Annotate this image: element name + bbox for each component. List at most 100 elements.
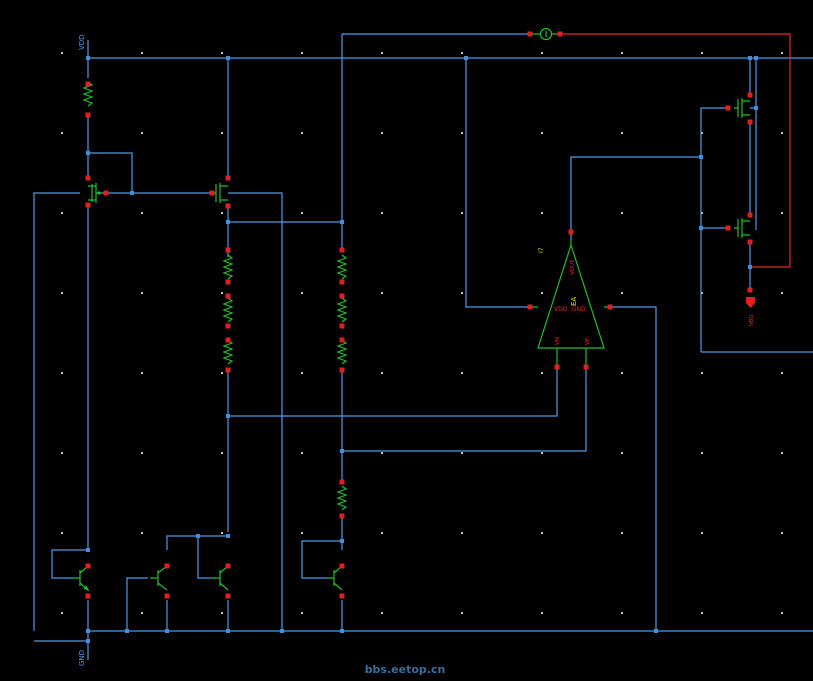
junction-dot <box>699 155 703 159</box>
pin-marker[interactable] <box>747 239 753 245</box>
opamp-name-label: EA <box>570 297 578 306</box>
pin-marker[interactable] <box>225 175 231 181</box>
pin-marker[interactable] <box>554 364 560 370</box>
pmos-m1 <box>88 183 101 203</box>
pin-marker[interactable] <box>164 563 170 569</box>
pin-marker[interactable] <box>339 279 345 285</box>
pin-marker[interactable] <box>225 337 231 343</box>
junction-dot <box>748 265 752 269</box>
pin-marker[interactable] <box>339 323 345 329</box>
pin-marker[interactable] <box>225 293 231 299</box>
junction-dot <box>340 220 344 224</box>
pin-marker[interactable] <box>568 229 574 235</box>
pmos-m2 <box>212 183 228 203</box>
grid-dot <box>461 452 463 454</box>
grid-dot <box>221 52 223 54</box>
grid-dot <box>461 612 463 614</box>
grid-dot <box>221 372 223 374</box>
vdd-label: VDD <box>78 34 86 50</box>
pin-marker[interactable] <box>527 304 533 310</box>
junction-dot <box>86 639 90 643</box>
pin-marker[interactable] <box>527 31 533 37</box>
pin-marker[interactable] <box>747 212 753 218</box>
feedback-wire <box>560 33 791 268</box>
grid-dot <box>381 452 383 454</box>
opamp-vdd-label: VDD <box>554 306 568 313</box>
pin-marker[interactable] <box>85 202 91 208</box>
grid-dot <box>301 132 303 134</box>
pin-marker[interactable] <box>747 119 753 125</box>
pin-marker[interactable] <box>85 593 91 599</box>
grid-dot <box>141 212 143 214</box>
pin-marker[interactable] <box>225 247 231 253</box>
pin-marker[interactable] <box>339 513 345 519</box>
grid-dot <box>781 452 783 454</box>
pin-marker[interactable] <box>225 593 231 599</box>
grid-dot <box>381 132 383 134</box>
junction-dot <box>340 449 344 453</box>
junction-dot <box>226 220 230 224</box>
grid-dot <box>301 612 303 614</box>
output-pin-marker[interactable] <box>746 297 755 308</box>
pin-marker[interactable] <box>339 479 345 485</box>
junction-dot <box>340 629 344 633</box>
pin-marker[interactable] <box>225 367 231 373</box>
bjt-q2 <box>150 565 168 591</box>
grid-dot <box>781 292 783 294</box>
pin-marker[interactable] <box>339 367 345 373</box>
pin-marker[interactable] <box>225 563 231 569</box>
watermark: bbs.eetop.cn <box>365 663 446 676</box>
resistor-stack-left <box>222 254 234 365</box>
pin-marker[interactable] <box>225 203 231 209</box>
grid-dot <box>781 212 783 214</box>
opamp-ea <box>530 240 610 367</box>
grid-dot <box>141 372 143 374</box>
grid-dot <box>381 532 383 534</box>
junction-dot <box>748 56 752 60</box>
pin-marker[interactable] <box>209 190 215 196</box>
pin-marker[interactable] <box>339 337 345 343</box>
grid-dot <box>381 612 383 614</box>
grid-dot <box>781 612 783 614</box>
pin-marker[interactable] <box>85 563 91 569</box>
junction-dot <box>226 56 230 60</box>
junction-dot <box>226 629 230 633</box>
pin-marker[interactable] <box>85 81 91 87</box>
pin-marker[interactable] <box>339 593 345 599</box>
junction-dot <box>340 539 344 543</box>
bjt-q1 <box>74 565 90 592</box>
opamp-vn-label: VN <box>555 337 561 345</box>
grid-dot <box>621 52 623 54</box>
grid-dot <box>621 372 623 374</box>
grid-dot <box>221 532 223 534</box>
junction-dot <box>86 548 90 552</box>
grid-dot <box>461 52 463 54</box>
pin-marker[interactable] <box>607 304 613 310</box>
pin-marker[interactable] <box>557 31 563 37</box>
pin-marker[interactable] <box>725 225 731 231</box>
pin-marker[interactable] <box>225 279 231 285</box>
pmos-m3 <box>734 98 750 118</box>
gnd-label: GND <box>78 650 86 666</box>
pin-marker[interactable] <box>85 175 91 181</box>
pin-marker[interactable] <box>85 112 91 118</box>
pin-marker[interactable] <box>339 293 345 299</box>
pmos-m4 <box>734 218 750 238</box>
grid-dot <box>381 212 383 214</box>
pin-marker[interactable] <box>103 190 109 196</box>
pin-marker[interactable] <box>747 287 753 293</box>
grid-dot <box>621 212 623 214</box>
pin-marker[interactable] <box>725 105 731 111</box>
grid-dot <box>701 532 703 534</box>
pin-marker[interactable] <box>164 593 170 599</box>
grid-dots <box>61 52 783 614</box>
pin-marker[interactable] <box>583 364 589 370</box>
pin-marker[interactable] <box>339 563 345 569</box>
pin-marker[interactable] <box>339 247 345 253</box>
junction-dot <box>196 534 200 538</box>
pin-marker[interactable] <box>747 92 753 98</box>
pin-marker[interactable] <box>225 323 231 329</box>
junction-dot <box>86 629 90 633</box>
grid-dot <box>141 532 143 534</box>
